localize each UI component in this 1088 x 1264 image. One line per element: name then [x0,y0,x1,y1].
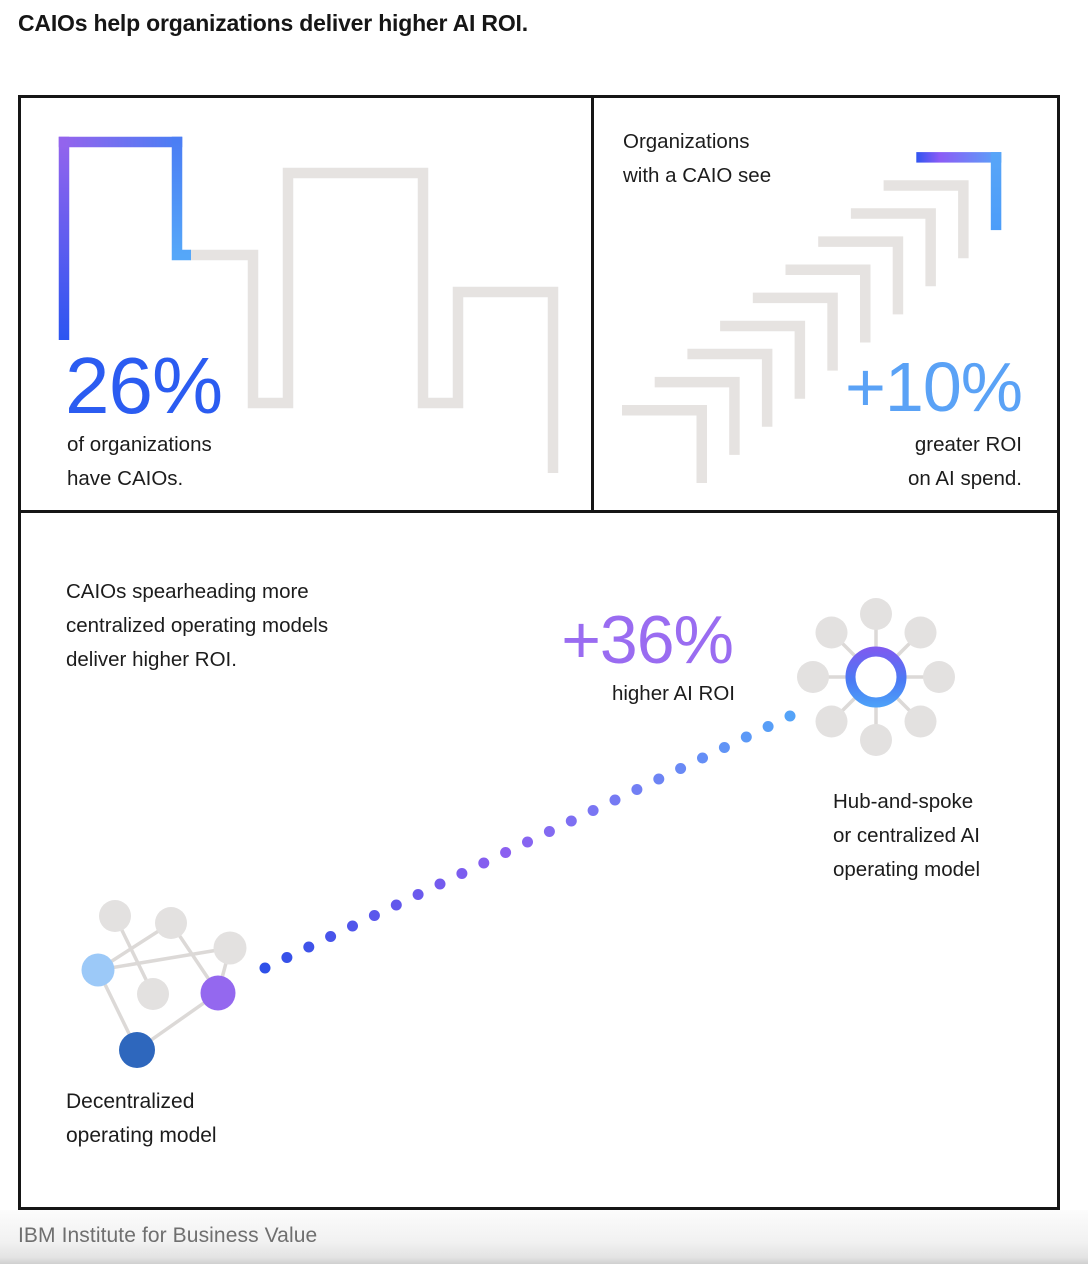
footer-area: IBM Institute for Business Value [0,1210,1088,1264]
hub-ring [845,646,907,708]
path-dot [543,826,555,837]
stat-roi: +10% [845,348,1023,426]
caption-line: have CAIOs. [67,466,184,490]
satellite-node [815,616,848,649]
satellite-node [923,661,955,693]
path-dot [390,899,402,911]
decentralized-network-icon [81,900,247,1068]
path-dot [718,742,730,753]
page-title: CAIOs help organizations deliver higher … [18,10,528,36]
intro-line: Organizations [623,130,750,153]
network-node [119,1032,155,1068]
models-intro: CAIOs spearheading more centralized oper… [66,575,328,677]
path-dot [325,931,337,942]
stat-caio-adoption-caption: of organizations have CAIOs. [67,428,212,495]
caption-line: of organizations [67,433,212,456]
path-dot [631,784,643,795]
path-dot [281,952,293,963]
label-line: operating model [66,1124,217,1147]
network-edge [97,946,231,972]
path-dot [500,847,512,858]
satellite-node [815,705,848,738]
caption-line: on AI spend. [908,466,1022,490]
stair-step [785,264,871,343]
stat-caio-adoption: 26% [65,341,223,430]
skyline-gray-path [190,167,559,473]
decentralized-label: Decentralized operating model [66,1085,217,1153]
path-dot [368,910,380,921]
satellite-node [904,705,937,738]
intro-line: deliver higher ROI. [66,648,237,671]
network-node [155,907,187,939]
highlighted-step-top [916,152,1002,163]
label-line: Hub-and-spoke [833,790,974,813]
stair-step [883,180,969,259]
stair-step [622,405,707,483]
skyline-blue-right [171,136,191,261]
footer-attribution: IBM Institute for Business Value [18,1224,318,1247]
roi-intro: Organizations with a CAIO see [623,125,771,193]
stair-step [687,348,773,427]
path-dot [434,878,446,890]
path-dot [412,889,424,900]
intro-line: CAIOs spearheading more [66,580,309,603]
label-line: or centralized AI [833,824,980,847]
path-dot [565,815,577,827]
highlighted-step-side [990,152,1002,231]
path-dot [522,836,533,848]
gray-steps-group [622,180,969,483]
path-dot [784,710,796,722]
path-dot [609,794,621,806]
label-line: operating model [833,858,981,881]
stair-step [850,208,936,287]
panel-caio-adoption: 26% of organizations have CAIOs. [21,98,591,510]
stair-step [654,376,740,455]
panel-operating-models: CAIOs spearheading more centralized oper… [21,510,1057,1207]
hub-and-spoke-icon [797,598,955,756]
hub-label: Hub-and-spoke or centralized AI operatin… [833,785,980,887]
caption-line: greater ROI [914,433,1022,456]
path-dot [303,941,315,953]
path-dot [456,868,468,879]
satellite-node [797,661,829,693]
path-dot [740,731,752,743]
network-node [99,900,131,932]
panel-roi: Organizations with a CAIO see +10% great… [591,98,1057,510]
panels-grid: 26% of organizations have CAIOs. [18,95,1060,1210]
stairs-icon [622,152,1002,483]
stair-step [818,236,904,315]
dotted-line [259,710,796,974]
operating-models-diagram [81,598,955,1068]
satellite-node [904,616,937,649]
path-dot [259,962,271,974]
label-line: Decentralized [66,1090,195,1113]
path-dot [762,721,774,732]
intro-line: with a CAIO see [623,164,772,187]
path-dot [347,920,358,932]
path-dot [653,773,665,785]
path-dot [697,752,708,764]
intro-line: centralized operating models [66,614,329,637]
network-node [137,978,169,1010]
stair-step [720,320,806,399]
stat-roi-caption: greater ROI on AI spend. [908,428,1022,495]
stair-step [752,292,838,371]
network-node [81,953,115,987]
satellite-node [860,598,892,630]
path-dot [675,763,687,774]
stat-models: +36% [561,602,734,678]
city-skyline-icon [58,136,559,473]
path-dot [587,805,599,816]
path-dot [478,857,490,869]
satellite-node [860,724,892,756]
network-node [200,975,236,1011]
network-node [213,931,247,965]
stat-models-caption: higher AI ROI [611,682,735,705]
